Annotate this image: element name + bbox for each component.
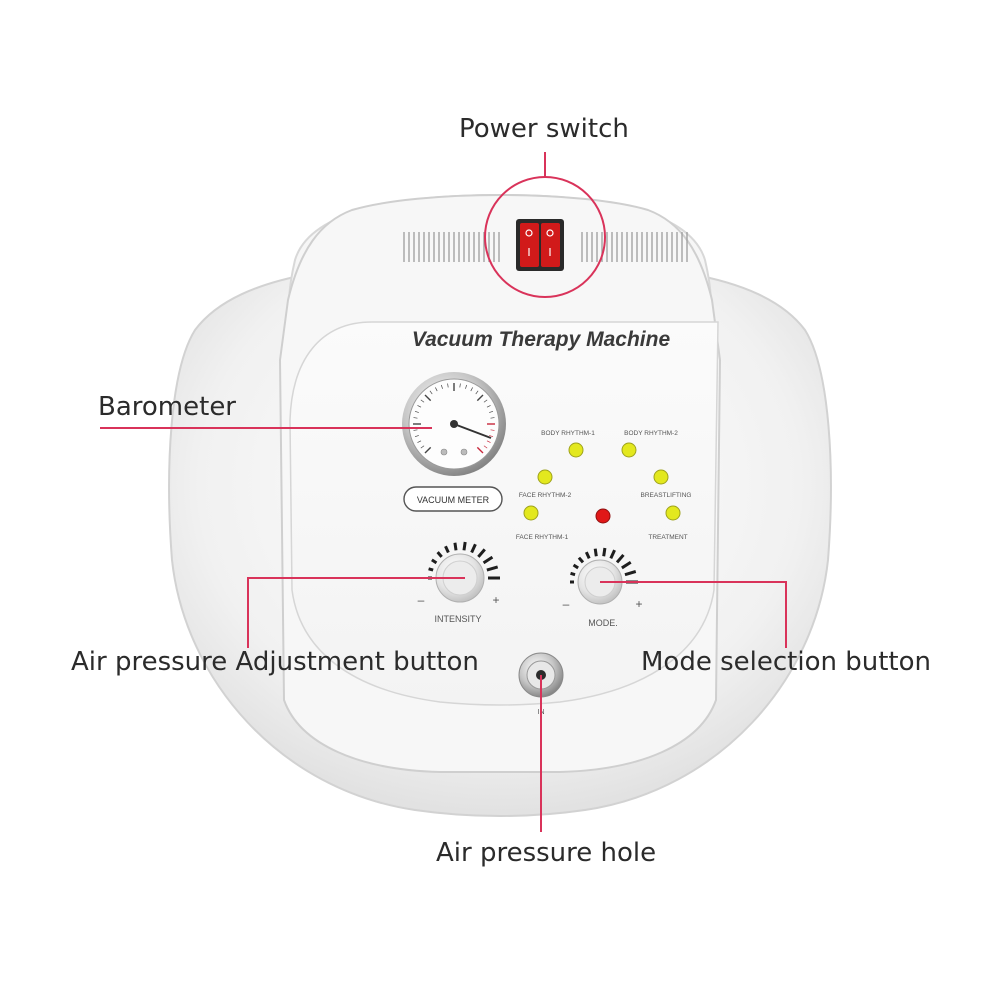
dial-tick — [570, 571, 576, 577]
indicator-label: BODY RHYTHM-1 — [541, 430, 595, 437]
mode-minus: – — [563, 597, 570, 611]
dial-tick — [428, 567, 434, 572]
gauge-tick — [417, 405, 422, 408]
indicator-label: BREASTLIFTING — [641, 492, 692, 499]
gauge-tick — [489, 410, 494, 413]
dial-tick — [482, 555, 494, 565]
gauge-tick — [414, 435, 419, 438]
gauge-tick — [483, 399, 488, 403]
intensity-label: INTENSITY — [434, 614, 481, 624]
indicator-label: FACE RHYTHM-2 — [519, 492, 572, 499]
gauge-tick — [424, 446, 432, 454]
gauge-tick — [420, 399, 425, 403]
dial-tick — [436, 551, 443, 558]
vent-grille-left — [403, 232, 500, 262]
gauge-tick — [490, 429, 495, 431]
gauge-tick — [483, 445, 488, 449]
dial-tick — [624, 570, 637, 577]
gauge-tick — [459, 383, 461, 388]
callout-power-switch: Power switch — [459, 114, 629, 144]
callout-air-pressure-hole: Air pressure hole — [436, 838, 657, 868]
gauge-tick — [486, 440, 491, 443]
gauge-tick — [486, 405, 491, 408]
vacuum-meter-label: VACUUM METER — [417, 495, 490, 505]
gauge-tick — [413, 417, 418, 419]
gauge-tick — [420, 445, 425, 449]
gauge-tick — [475, 390, 479, 395]
indicator-light — [523, 505, 539, 521]
indicator-body-rhythm-1: BODY RHYTHM-1 — [541, 430, 595, 458]
indicator-breastlifting: BREASTLIFTING — [641, 469, 692, 499]
indicator-label: FACE RHYTHM-1 — [516, 534, 569, 541]
indicator-treatment: TREATMENT — [648, 505, 688, 541]
gauge-tick — [413, 429, 418, 431]
indicator-light — [621, 442, 637, 458]
mode-leader — [600, 581, 787, 648]
dial-tick — [577, 556, 585, 564]
dial-tick — [584, 551, 591, 559]
gauge-tick — [465, 384, 468, 389]
indicator-body-rhythm-2: BODY RHYTHM-2 — [621, 430, 678, 458]
power-switch[interactable] — [516, 219, 564, 271]
gauge-tick — [435, 387, 438, 392]
gauge-tick — [440, 384, 443, 389]
gauge-tick — [424, 394, 432, 402]
indicator-light — [665, 505, 681, 521]
gauge-tick — [489, 435, 494, 438]
gauge-tick — [476, 446, 484, 454]
gauge-tick — [490, 417, 495, 419]
indicator-light — [653, 469, 669, 485]
gauge-tick — [470, 387, 473, 392]
indicator-center-red — [595, 508, 611, 524]
intensity-minus: – — [418, 593, 425, 607]
gauge-tick — [414, 410, 419, 413]
rocker-switch-icon — [520, 223, 539, 267]
mode-label: MODE. — [588, 618, 618, 628]
dial-tick — [621, 560, 632, 570]
dial-tick — [615, 553, 625, 564]
callout-barometer: Barometer — [98, 392, 236, 422]
gauge-tick — [447, 383, 449, 388]
vacuum-meter-badge: VACUUM METER — [403, 486, 503, 512]
dial-tick — [609, 549, 616, 559]
dial-tick — [572, 563, 579, 570]
indicator-light — [568, 442, 584, 458]
gauge-tick — [476, 394, 484, 402]
indicator-label: TREATMENT — [648, 534, 687, 541]
gauge-tick — [417, 440, 422, 443]
callout-mode-selection: Mode selection button — [641, 647, 931, 677]
dial-tick — [444, 545, 450, 554]
indicator-label: BODY RHYTHM-2 — [624, 430, 678, 437]
mode-plus: + — [635, 597, 642, 611]
dial-tick — [462, 541, 467, 551]
intensity-plus: + — [492, 593, 499, 607]
indicator-face-rhythm-2: FACE RHYTHM-2 — [519, 469, 572, 499]
dial-tick — [486, 565, 499, 572]
leader-lines — [100, 152, 787, 832]
dial-tick — [602, 547, 607, 557]
indicator-face-rhythm-1: FACE RHYTHM-1 — [516, 505, 569, 541]
callout-air-pressure-adjustment: Air pressure Adjustment button — [71, 647, 479, 677]
gauge-tick — [429, 390, 433, 395]
dial-tick — [431, 558, 438, 565]
vent-grille-right — [581, 232, 688, 262]
dial-tick — [470, 543, 477, 554]
dial-tick — [477, 548, 486, 558]
indicator-light — [537, 469, 553, 485]
barometer-gauge — [402, 372, 506, 476]
control-panel — [289, 321, 719, 706]
dial-tick — [453, 542, 458, 551]
dial-tick — [593, 548, 598, 557]
adjustment-leader — [247, 577, 465, 648]
device-title: Vacuum Therapy Machine — [412, 328, 671, 351]
